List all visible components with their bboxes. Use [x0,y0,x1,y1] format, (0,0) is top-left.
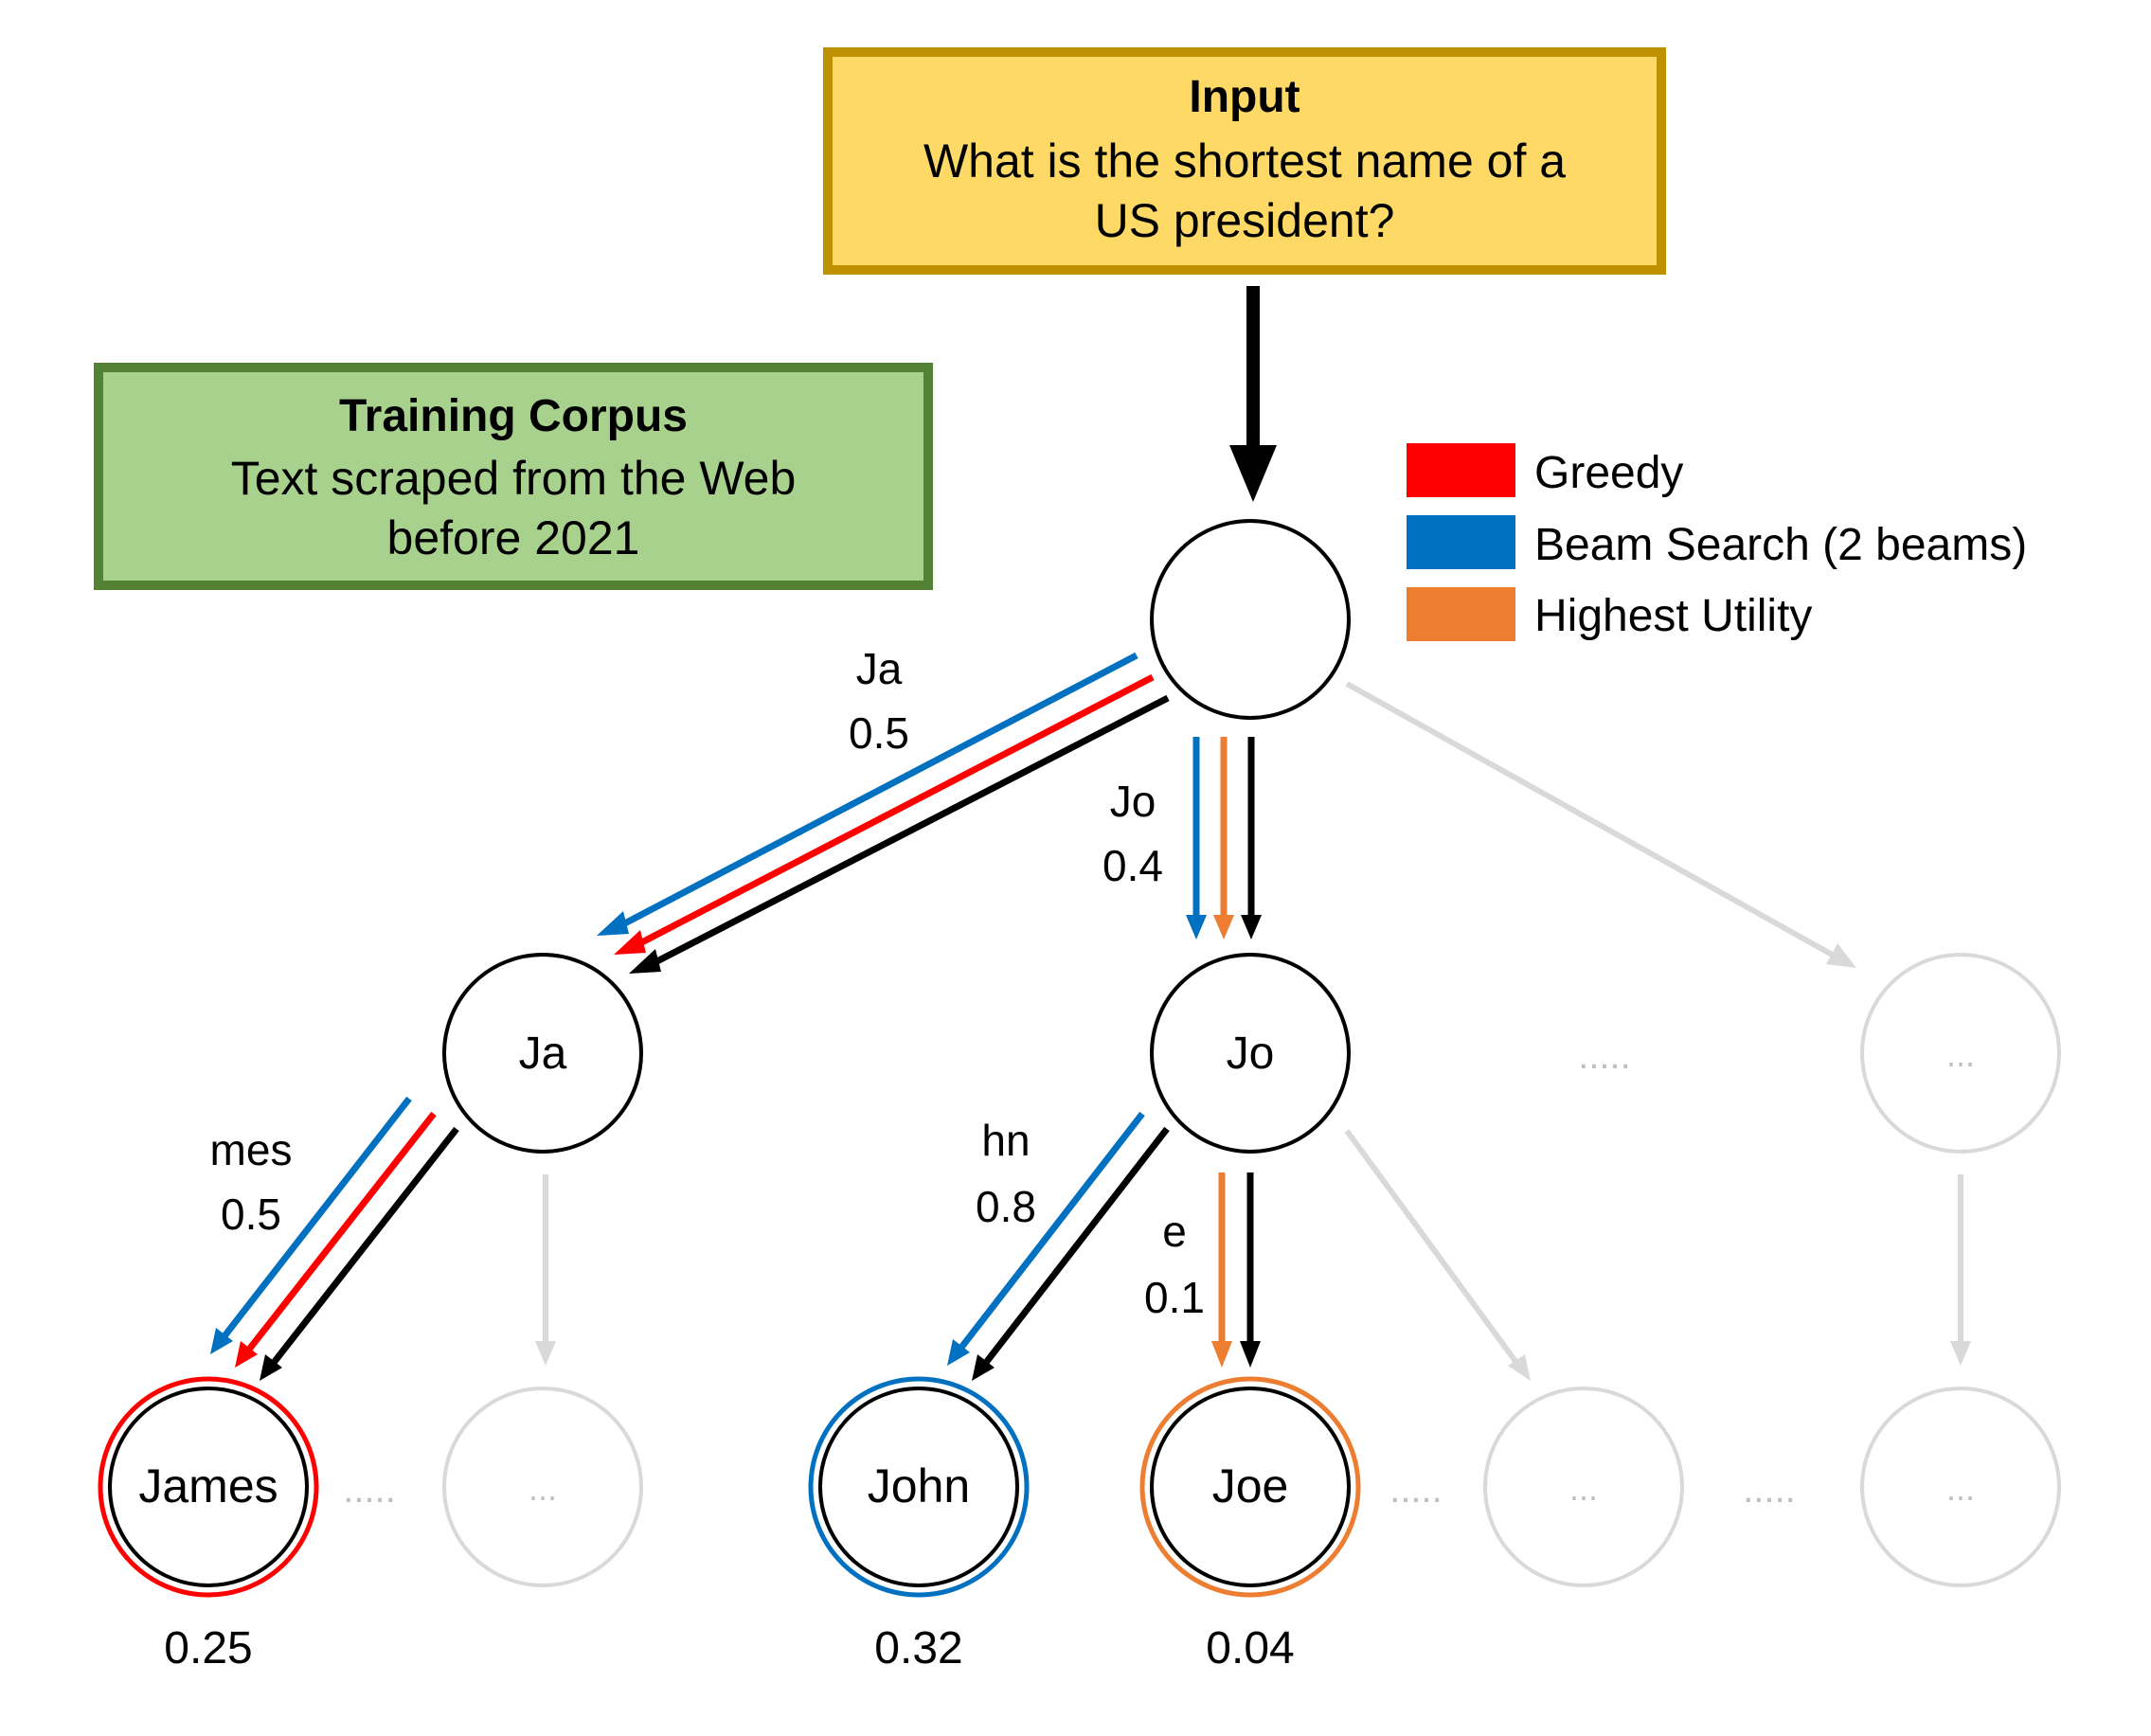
edge-ja-james-beam [221,1096,412,1340]
edge-label-jo-token: Jo [1110,777,1156,826]
corpus-box: Training Corpus Text scraped from the We… [94,363,933,590]
score-joe: 0.04 [1206,1623,1294,1673]
edge-ja-other [535,1174,556,1366]
node-james: James [98,1376,319,1598]
placeholder-label: ... [1946,1035,1975,1074]
node-john: John [808,1376,1030,1598]
node-joe: Joe [1139,1376,1361,1598]
edge-jo-other [1344,1129,1531,1381]
legend-swatch-utility [1407,587,1515,641]
edge-ja-james [210,1096,459,1381]
input-box-frame [823,47,1666,275]
edge-label-ja-token: Ja [856,644,903,693]
edge-root-other [1345,681,1856,968]
node-james-label: James [138,1459,278,1512]
node-placeholder-jo: ... [1483,1387,1684,1587]
corpus-box-line2: before 2021 [387,511,640,564]
node-placeholder-top-right: ... [1860,953,2061,1154]
ellipsis-mid: ..... [1578,1035,1631,1077]
ellipsis-right: ..... [1743,1469,1796,1511]
corpus-box-frame [94,363,933,590]
edge-label-e-prob: 0.1 [1144,1273,1205,1322]
corpus-box-line1: Text scraped from the Web [231,452,797,505]
placeholder-label: ... [1569,1469,1598,1508]
node-placeholder-bottom-right: ... [1860,1387,2061,1587]
ellipsis-joe: ..... [1389,1469,1443,1511]
input-box: Input What is the shortest name of a US … [823,47,1666,275]
edge-other-other [1950,1174,1971,1366]
edge-jo-john-path [982,1126,1170,1367]
edge-label-e-token: e [1162,1207,1187,1256]
placeholder-label: ... [1946,1469,1975,1508]
input-box-line1: What is the shortest name of a [923,134,1566,188]
node-john-label: John [868,1459,970,1512]
legend-swatch-beam [1407,515,1515,569]
edge-label-ja-prob: 0.5 [849,708,909,758]
edge-root-jo [1186,737,1262,940]
edge-jo-john [947,1111,1170,1381]
edge-ja-james-path [270,1126,459,1367]
node-joe-label: Joe [1212,1459,1289,1512]
node-jo-label: Jo [1227,1029,1275,1079]
legend-label-utility: Highest Utility [1534,591,1812,641]
legend-label-beam: Beam Search (2 beams) [1534,520,2027,570]
edge-root-ja-greedy [631,673,1155,951]
edge-jo-john-beam [958,1111,1145,1351]
score-james: 0.25 [164,1623,252,1673]
edge-label-hn-token: hn [981,1116,1030,1165]
placeholder-label: ... [529,1469,557,1508]
edge-label-mes-token: mes [210,1125,293,1174]
edge-label-jo-prob: 0.4 [1102,841,1163,890]
edge-ja-james-greedy [245,1111,437,1353]
legend: Greedy Beam Search (2 beams) Highest Uti… [1407,443,2027,641]
score-john: 0.32 [874,1623,962,1673]
edge-root-ja-path [646,694,1170,970]
node-placeholder-ja: ... [442,1387,643,1587]
edge-label-hn-prob: 0.8 [976,1182,1036,1231]
edge-label-mes-prob: 0.5 [221,1190,281,1239]
node-ja-label: Ja [519,1029,567,1079]
legend-label-greedy: Greedy [1534,448,1683,498]
input-arrow [1229,286,1277,502]
node-root [1150,519,1351,720]
node-ja: Ja [442,953,643,1154]
edge-root-ja-beam [614,652,1138,932]
node-jo: Jo [1150,953,1351,1154]
edge-root-ja [597,652,1170,974]
input-box-line2: US president? [1095,194,1395,247]
corpus-box-title: Training Corpus [339,391,688,441]
legend-swatch-greedy [1407,443,1515,497]
edge-jo-joe [1211,1172,1261,1368]
input-box-title: Input [1189,72,1300,122]
ellipsis-james: ..... [343,1469,396,1511]
